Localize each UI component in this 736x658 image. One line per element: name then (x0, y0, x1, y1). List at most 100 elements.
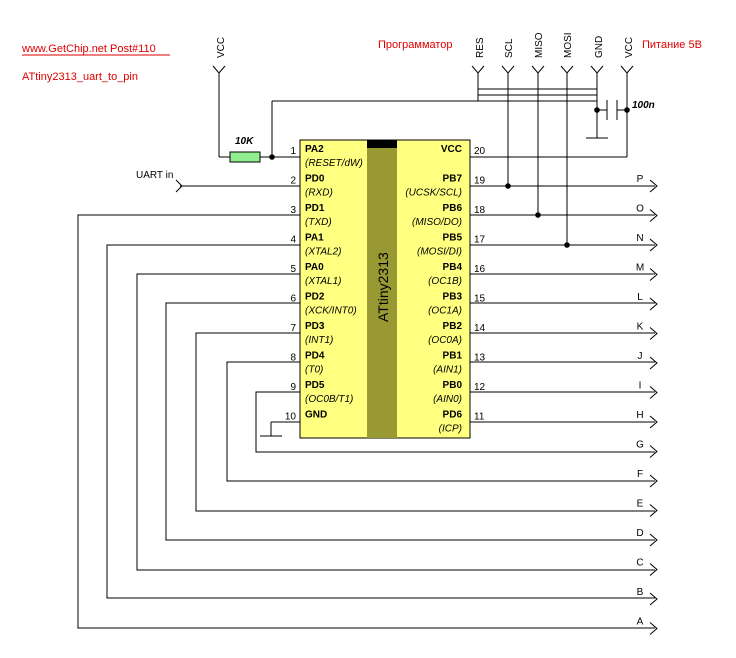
pin-name-pb1-r: PB1 (443, 351, 463, 362)
output-arrow-j (649, 356, 658, 370)
pin-func-pb2-r: (OC0A) (428, 335, 462, 346)
pin-func-pd2: (XCK/INT0) (305, 306, 357, 317)
prog-pin-scl: SCL (504, 38, 515, 58)
output-label-c: C (636, 558, 643, 569)
pin-func-pb4-r: (OC1B) (428, 276, 462, 287)
pin-name-pd3: PD3 (305, 321, 325, 332)
programmer-wires (507, 73, 568, 245)
output-arrow-l (649, 297, 658, 311)
prog-pin-mosi: MOSI (563, 32, 574, 58)
pin-number-6: 6 (290, 294, 296, 305)
output-label-n: N (636, 233, 643, 244)
pin-name-pb0-r: PB0 (443, 380, 463, 391)
pin-func-pd0: (RXD) (305, 188, 333, 199)
output-label-p: P (637, 174, 644, 185)
pin-name-pa1: PA1 (305, 233, 324, 244)
right-output-wires (470, 185, 655, 423)
vcc-left-label: VCC (216, 37, 227, 58)
pin-name-vcc-r: VCC (441, 144, 462, 155)
uart-in-arrow (175, 179, 183, 193)
pin-name-pb2-r: PB2 (443, 321, 463, 332)
output-arrow-a (649, 622, 658, 635)
left-routing-wires (77, 214, 655, 629)
pin-number-10: 10 (285, 412, 297, 423)
chip-notch (367, 140, 397, 148)
output-label-a: A (637, 617, 644, 628)
pin-number-19: 19 (474, 176, 486, 187)
pin-name-pb6-r: PB6 (443, 203, 463, 214)
vcc-junction (624, 107, 630, 113)
pin-number-1: 1 (290, 146, 296, 157)
resistor-label: 10K (235, 136, 254, 147)
pin-number-20: 20 (474, 146, 486, 157)
output-arrow-n (649, 238, 658, 252)
output-arrow-c (649, 563, 658, 576)
pin-func-pa2: (RESET/dW) (305, 158, 363, 169)
pin-name-pb4-r: PB4 (443, 262, 463, 273)
programmer-label: Программатор (378, 39, 453, 51)
pin-name-pd2: PD2 (305, 292, 325, 303)
output-label-k: K (637, 322, 644, 333)
output-arrow-o (649, 209, 658, 222)
pin-number-12: 12 (474, 382, 486, 393)
chip-name: ATtiny2313 (375, 252, 391, 322)
pin-name-pa2: PA2 (305, 144, 324, 155)
output-label-b: B (637, 587, 644, 598)
pin-number-8: 8 (290, 353, 296, 364)
pin-func-pa0: (XTAL1) (305, 276, 342, 287)
pin-name-gnd: GND (305, 410, 327, 421)
pin-name-pb3-r: PB3 (443, 292, 463, 303)
output-label-m: M (636, 263, 644, 274)
pin-func-pd1: (TXD) (305, 217, 332, 228)
pin-func-pd3: (INT1) (305, 335, 333, 346)
output-arrow-p (649, 179, 658, 193)
output-arrow-k (649, 327, 658, 340)
pin-name-pd0: PD0 (305, 174, 325, 185)
pin-name-pd4: PD4 (305, 351, 325, 362)
gnd-junction (594, 107, 600, 113)
chip-gnd-wire (260, 421, 300, 437)
pin-name-pd5: PD5 (305, 380, 325, 391)
pin-func-pb7-r: (UCSK/SCL) (405, 188, 462, 199)
output-label-o: O (636, 204, 644, 215)
pin-number-11: 11 (474, 412, 485, 423)
pin-number-14: 14 (474, 323, 486, 334)
right-pin-group: 20VCC19PB7(UCSK/SCL)18PB6(MISO/DO)17PB5(… (405, 144, 485, 435)
pin-name-pb7-r: PB7 (443, 174, 463, 185)
pin-number-4: 4 (290, 235, 296, 246)
pin-name-pd1: PD1 (305, 203, 325, 214)
prog-pin-miso: MISO (534, 32, 545, 58)
output-arrow-b (649, 592, 658, 606)
capacitor-label: 100n (632, 100, 655, 111)
power-pin-gnd: GND (594, 36, 605, 58)
site-link[interactable]: www.GetChip.net Post#110 (21, 43, 156, 55)
pin-number-16: 16 (474, 264, 486, 275)
output-arrow-d (649, 533, 658, 547)
project-title: ATtiny2313_uart_to_pin (22, 71, 138, 83)
pin-func-pa1: (XTAL2) (305, 247, 342, 258)
pin-func-pb3-r: (OC1A) (428, 306, 462, 317)
pin-func-pb5-r: (MOSI/DI) (417, 247, 462, 258)
output-label-d: D (636, 528, 643, 539)
output-label-g: G (636, 440, 644, 451)
pin-number-15: 15 (474, 294, 486, 305)
pin-number-7: 7 (290, 323, 296, 334)
pin-func-pd5: (OC0B/T1) (305, 394, 353, 405)
output-arrow-e (649, 504, 658, 517)
pin-func-pd4: (T0) (305, 365, 323, 376)
uart-in-label: UART in (136, 170, 173, 181)
output-label-j: J (638, 351, 643, 362)
output-arrow-m (649, 268, 658, 281)
pin-number-3: 3 (290, 205, 296, 216)
output-label-i: I (639, 381, 642, 392)
pin-func-pb6-r: (MISO/DO) (412, 217, 462, 228)
pin-func-pb0-r: (AIN0) (433, 394, 462, 405)
pin-name-pb5-r: PB5 (443, 233, 463, 244)
power-pin-vcc: VCC (624, 37, 635, 58)
output-arrow-i (649, 386, 658, 399)
output-arrow-g (649, 445, 658, 458)
